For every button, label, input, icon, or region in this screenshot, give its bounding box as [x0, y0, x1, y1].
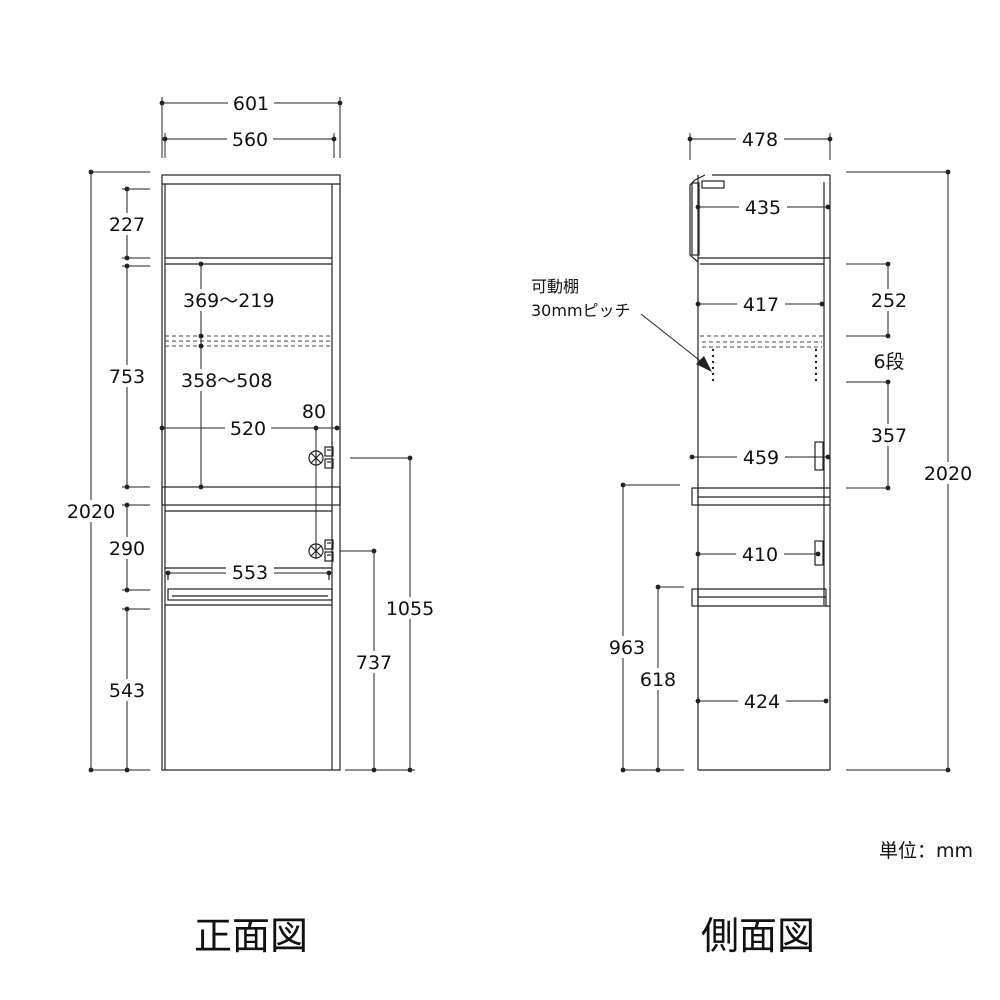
dim-290: 290 — [109, 538, 145, 560]
dim-963: 963 — [609, 637, 645, 659]
dim-1055: 1055 — [386, 598, 434, 620]
dim-410: 410 — [742, 544, 778, 566]
dim-618: 618 — [640, 669, 676, 691]
dim-478: 478 — [742, 129, 778, 151]
shelf-note-line2: 30mmピッチ — [531, 301, 631, 320]
shelf-note-line1: 可動棚 — [531, 277, 579, 296]
lower-outlet-icon — [308, 539, 334, 562]
side-view: 478 435 417 459 410 424 — [531, 127, 977, 958]
front-counter-board — [161, 486, 341, 506]
dim-520: 520 — [230, 418, 266, 440]
front-slide-tray — [167, 588, 333, 601]
dim-753: 753 — [109, 366, 145, 388]
dim-424: 424 — [744, 691, 780, 713]
dim-417: 417 — [743, 294, 779, 316]
leader-arrowhead — [696, 356, 712, 372]
side-view-title: 側面図 — [701, 914, 815, 958]
dim-358-508: 358～508 — [181, 370, 273, 392]
shelf-pin-holes — [711, 348, 818, 382]
dim-369-219: 369～219 — [183, 290, 275, 312]
front-view-title: 正面図 — [194, 914, 308, 958]
upper-outlet-icon — [308, 446, 334, 469]
dim-2020-front: 2020 — [67, 501, 115, 523]
dim-357: 357 — [871, 425, 907, 447]
unit-label: 単位：mm — [879, 840, 973, 862]
dim-2020-side: 2020 — [924, 463, 972, 485]
dim-543: 543 — [109, 680, 145, 702]
dim-435: 435 — [745, 197, 781, 219]
dim-737: 737 — [356, 652, 392, 674]
dim-227: 227 — [109, 214, 145, 236]
side-top-door — [691, 182, 700, 256]
dim-6-steps: 6段 — [873, 351, 904, 373]
dim-553: 553 — [232, 562, 268, 584]
dim-459: 459 — [743, 447, 779, 469]
dim-80: 80 — [302, 401, 326, 423]
front-view: 601 560 2020 227 753 290 — [62, 91, 438, 958]
front-cabinet-outline — [161, 174, 341, 771]
dim-252: 252 — [871, 290, 907, 312]
dim-601: 601 — [233, 93, 269, 115]
dim-560: 560 — [232, 129, 268, 151]
